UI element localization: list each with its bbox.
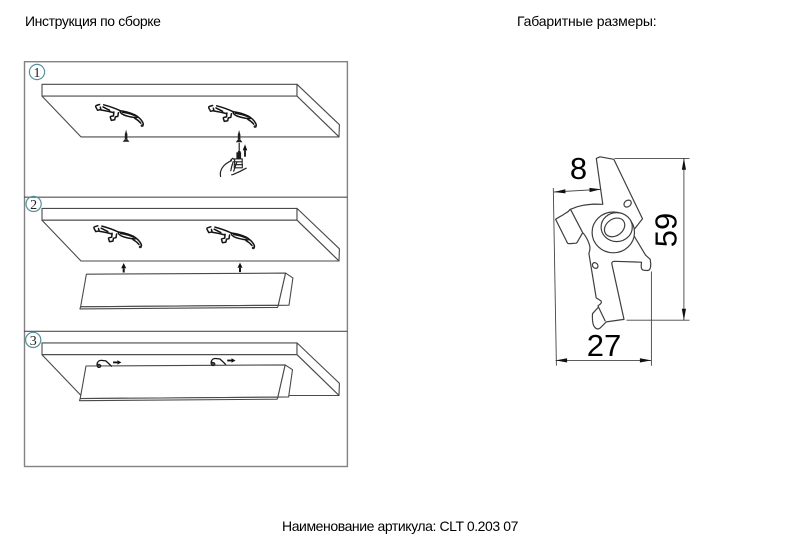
svg-text:3: 3 [30,334,37,349]
svg-text:2: 2 [30,198,37,213]
svg-text:59: 59 [649,213,684,247]
svg-text:27: 27 [587,328,621,363]
svg-text:1: 1 [34,66,41,81]
svg-text:8: 8 [570,151,587,186]
